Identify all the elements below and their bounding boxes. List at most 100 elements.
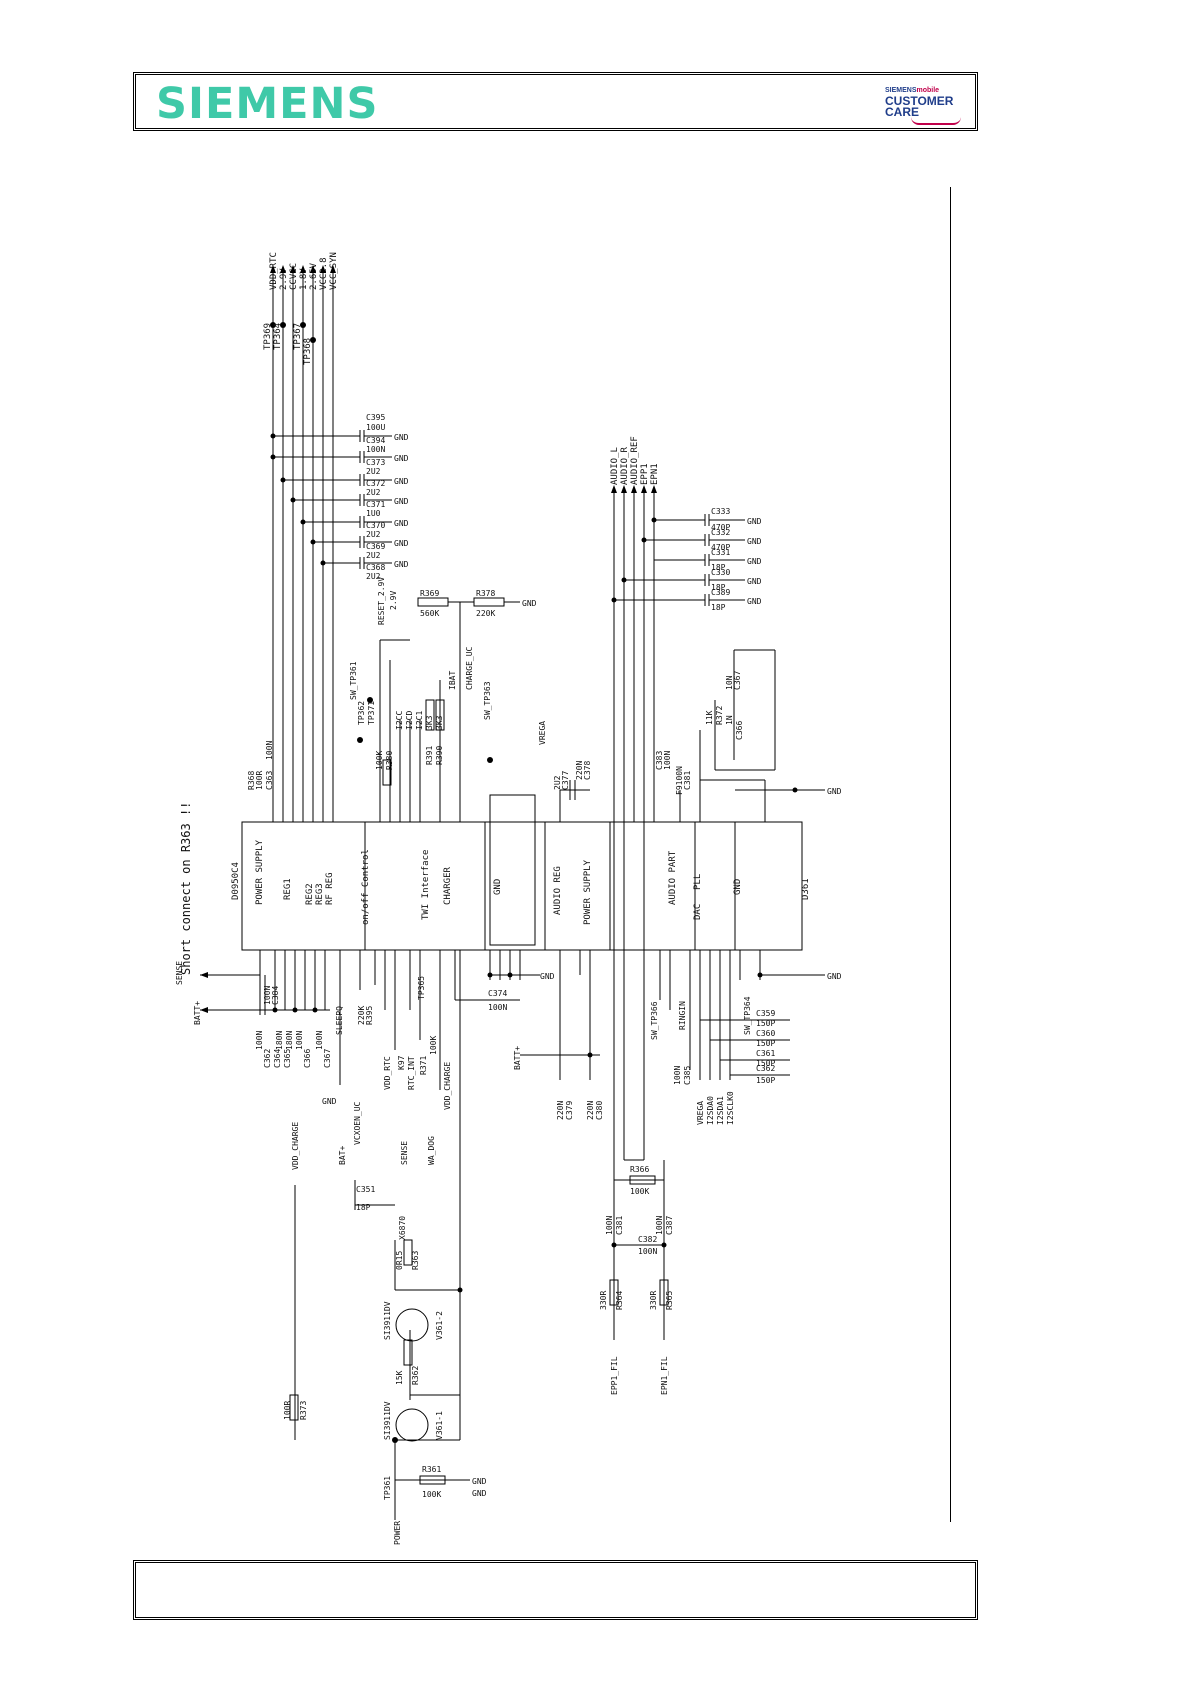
block-audioreg: AUDIO REG (553, 866, 563, 915)
lr-c382-val: 100N (638, 1247, 657, 1256)
ll-15k: 15K (395, 1370, 404, 1385)
cap-c372-ref: C372 (366, 479, 385, 488)
lr-c387-val: 100N (655, 1216, 664, 1235)
ll-si1: SI3911DV (383, 1301, 392, 1340)
mid-3k3b: 3K3 (435, 715, 444, 730)
block-pll: PLL (693, 874, 703, 890)
left-c367: C367 (323, 1049, 332, 1068)
left-wadog: WA_DOG (427, 1136, 436, 1165)
left-k97: K97 (397, 1055, 406, 1070)
acap-c330-val: 18P (711, 583, 726, 592)
customer-care-logo: SIEMENSmobile CUSTOMER CARE (885, 85, 965, 118)
ll-x6870: X6870 (398, 1216, 407, 1240)
mid-vrega: VREGA (538, 721, 547, 745)
mid-c383-val: 100N (663, 751, 672, 770)
audio-epp1: EPP1 (640, 463, 650, 485)
block-onoff: on/off Control (361, 849, 371, 925)
mid-c363: C363 (265, 771, 274, 790)
left-v3: 180N (285, 1031, 294, 1050)
gnd-11: GND (747, 577, 762, 586)
siemens-logo: SIEMENS (156, 79, 379, 129)
care-line3: CARE (885, 105, 920, 119)
left-c384-val: 100N (263, 986, 272, 1005)
lr-c381-val: 100N (605, 1216, 614, 1235)
mid-tp362: TP362 (357, 701, 366, 725)
block-charger: CHARGER (443, 866, 453, 905)
tp367: TP367 (293, 323, 303, 350)
left-v1: 100N (255, 1031, 264, 1050)
gnd-1: GND (394, 433, 409, 442)
bot-150p-3: 150P (756, 1059, 775, 1068)
cap-c368-ref: C368 (366, 563, 385, 572)
ll-gnd: GND (472, 1489, 487, 1498)
lr-epn1fil: EPN1_FIL (660, 1356, 669, 1395)
mid-220k: 220K (476, 609, 495, 618)
left-r395: R395 (365, 1006, 374, 1025)
acap-c389: C389 (711, 588, 730, 597)
mid-i2cd: I2CD (405, 711, 414, 730)
block-rfreg: RF REG (325, 872, 335, 905)
block-reg3: REG3 (315, 883, 325, 905)
cap-c370-val: 2U2 (366, 530, 381, 539)
pll-11k: 11K (705, 710, 714, 725)
mid-r391: R391 (425, 746, 434, 765)
mid-r368: R368 (247, 771, 256, 790)
ll-sense: SENSE (400, 1141, 409, 1165)
net-ccvcc: CCVCC (289, 263, 299, 290)
lr-r364: R364 (615, 1291, 624, 1310)
audio-l: AUDIO_L (610, 447, 620, 485)
gnd-13: GND (522, 599, 537, 608)
care-line1: SIEMENSmobile (885, 87, 940, 94)
mid-tp371: TP371 (367, 701, 376, 725)
mid-2u2: 2U2 (553, 775, 562, 790)
block-reg2: REG2 (305, 883, 315, 905)
mid-r380: R380 (385, 751, 394, 770)
bot-c359: C359 (756, 1009, 775, 1018)
audio-r: AUDIO_R (620, 446, 630, 485)
lr-epp1fil: EPP1_FIL (610, 1356, 619, 1395)
mid-c383: C383 (655, 751, 664, 770)
mid-ibat: IBAT (448, 671, 457, 690)
cap-c395-ref: C395 (366, 413, 385, 422)
pll-f9100n: F9100N (675, 766, 684, 795)
tp369: TP369 (263, 323, 273, 350)
care-line2: CUSTOMER (885, 94, 954, 108)
ll-tp361: TP361 (383, 1476, 392, 1500)
mid-charge: CHARGE_UC (465, 646, 474, 690)
ll-bat: BAT+ (338, 1146, 347, 1165)
ll-vddcharge: VDD_CHARGE (291, 1122, 300, 1170)
ll-r362: R362 (411, 1366, 420, 1385)
tp364: TP364 (273, 323, 283, 350)
ll-100k: 100K (422, 1490, 441, 1499)
net-2v9: 2.9V (279, 268, 289, 290)
cap-c369-val: 2U2 (366, 551, 381, 560)
ll-si2: SI3911DV (383, 1401, 392, 1440)
mid-100k: 100K (375, 751, 384, 770)
lr-330r-1: 330R (599, 1291, 608, 1310)
mid-c377: C377 (561, 771, 570, 790)
page-footer (133, 1560, 978, 1620)
left-v4: 100N (295, 1031, 304, 1050)
block-gnd2: GND (733, 879, 743, 895)
left-100k: 100K (429, 1036, 438, 1055)
gnd-17: GND (540, 972, 555, 981)
ll-r373: R373 (299, 1401, 308, 1420)
lr-c387: C387 (665, 1216, 674, 1235)
mid-reset: RESET_2.9V (377, 577, 386, 625)
bot-swtp366: SW_TP366 (650, 1001, 659, 1040)
gnd-4: GND (394, 497, 409, 506)
mid-swtp363: SW_TP363 (483, 681, 492, 720)
gnd-12: GND (747, 597, 762, 606)
ll-18p: 18P (356, 1203, 371, 1212)
left-c366: C366 (303, 1049, 312, 1068)
bot-i2sda1: I2SDA1 (716, 1096, 725, 1125)
left-vddrtc: VDD_RTC (383, 1056, 392, 1090)
bot-c360: C360 (756, 1029, 775, 1038)
left-vddcharge: VDD_CHARGE (443, 1062, 452, 1110)
bot-i2sda0: I2SDA0 (706, 1096, 715, 1125)
cap-c368-val: 2U2 (366, 572, 381, 581)
ll-0r15: 0R15 (395, 1251, 404, 1270)
left-sense: SENSE (175, 961, 184, 985)
ic-d361-outline (241, 821, 803, 951)
